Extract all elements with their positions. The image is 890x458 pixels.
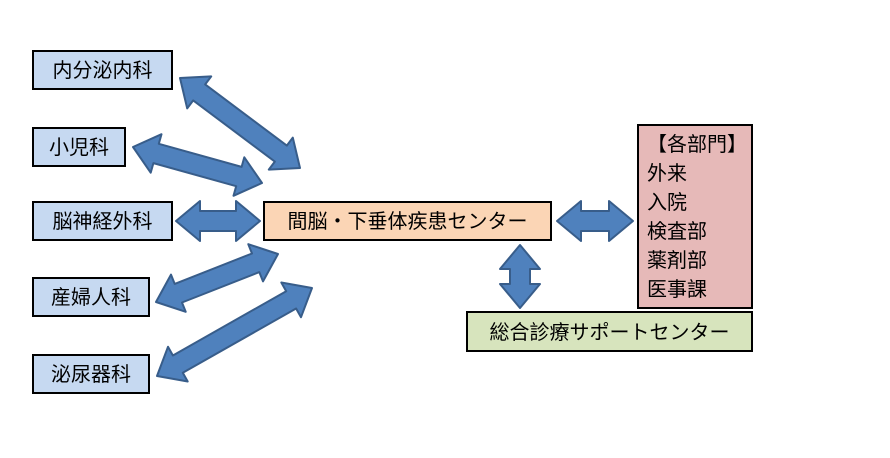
dept-urology: 泌尿器科	[32, 354, 150, 394]
dept-neurosurgery: 脳神経外科	[32, 201, 173, 241]
dept-pediatrics: 小児科	[32, 127, 126, 167]
departments-list-box: 【各部門】 外来 入院 検査部 薬剤部 医事課	[637, 124, 753, 309]
departments-list-item: 薬剤部	[647, 248, 707, 272]
departments-list-item: 検査部	[647, 219, 707, 243]
support-center-box: 総合診療サポートセンター	[466, 311, 753, 352]
dept-endocrinology: 内分泌内科	[32, 50, 173, 90]
departments-list-heading: 【各部門】	[647, 132, 747, 156]
arrow-center-support	[499, 244, 541, 309]
arrow-obgyn-center	[155, 243, 279, 313]
center-box: 間脳・下垂体疾患センター	[263, 201, 552, 241]
departments-list-item: 入院	[647, 190, 687, 214]
arrow-pediatrics-center	[132, 133, 263, 197]
arrow-endocrinology-center	[179, 75, 301, 171]
arrow-urology-center	[156, 281, 313, 383]
dept-obstetrics-gynecology: 産婦人科	[32, 277, 150, 317]
arrow-neurosurgery-center	[175, 200, 261, 242]
departments-list-item: 外来	[647, 161, 687, 185]
arrow-center-departments	[556, 200, 634, 242]
departments-list-item: 医事課	[647, 277, 707, 301]
